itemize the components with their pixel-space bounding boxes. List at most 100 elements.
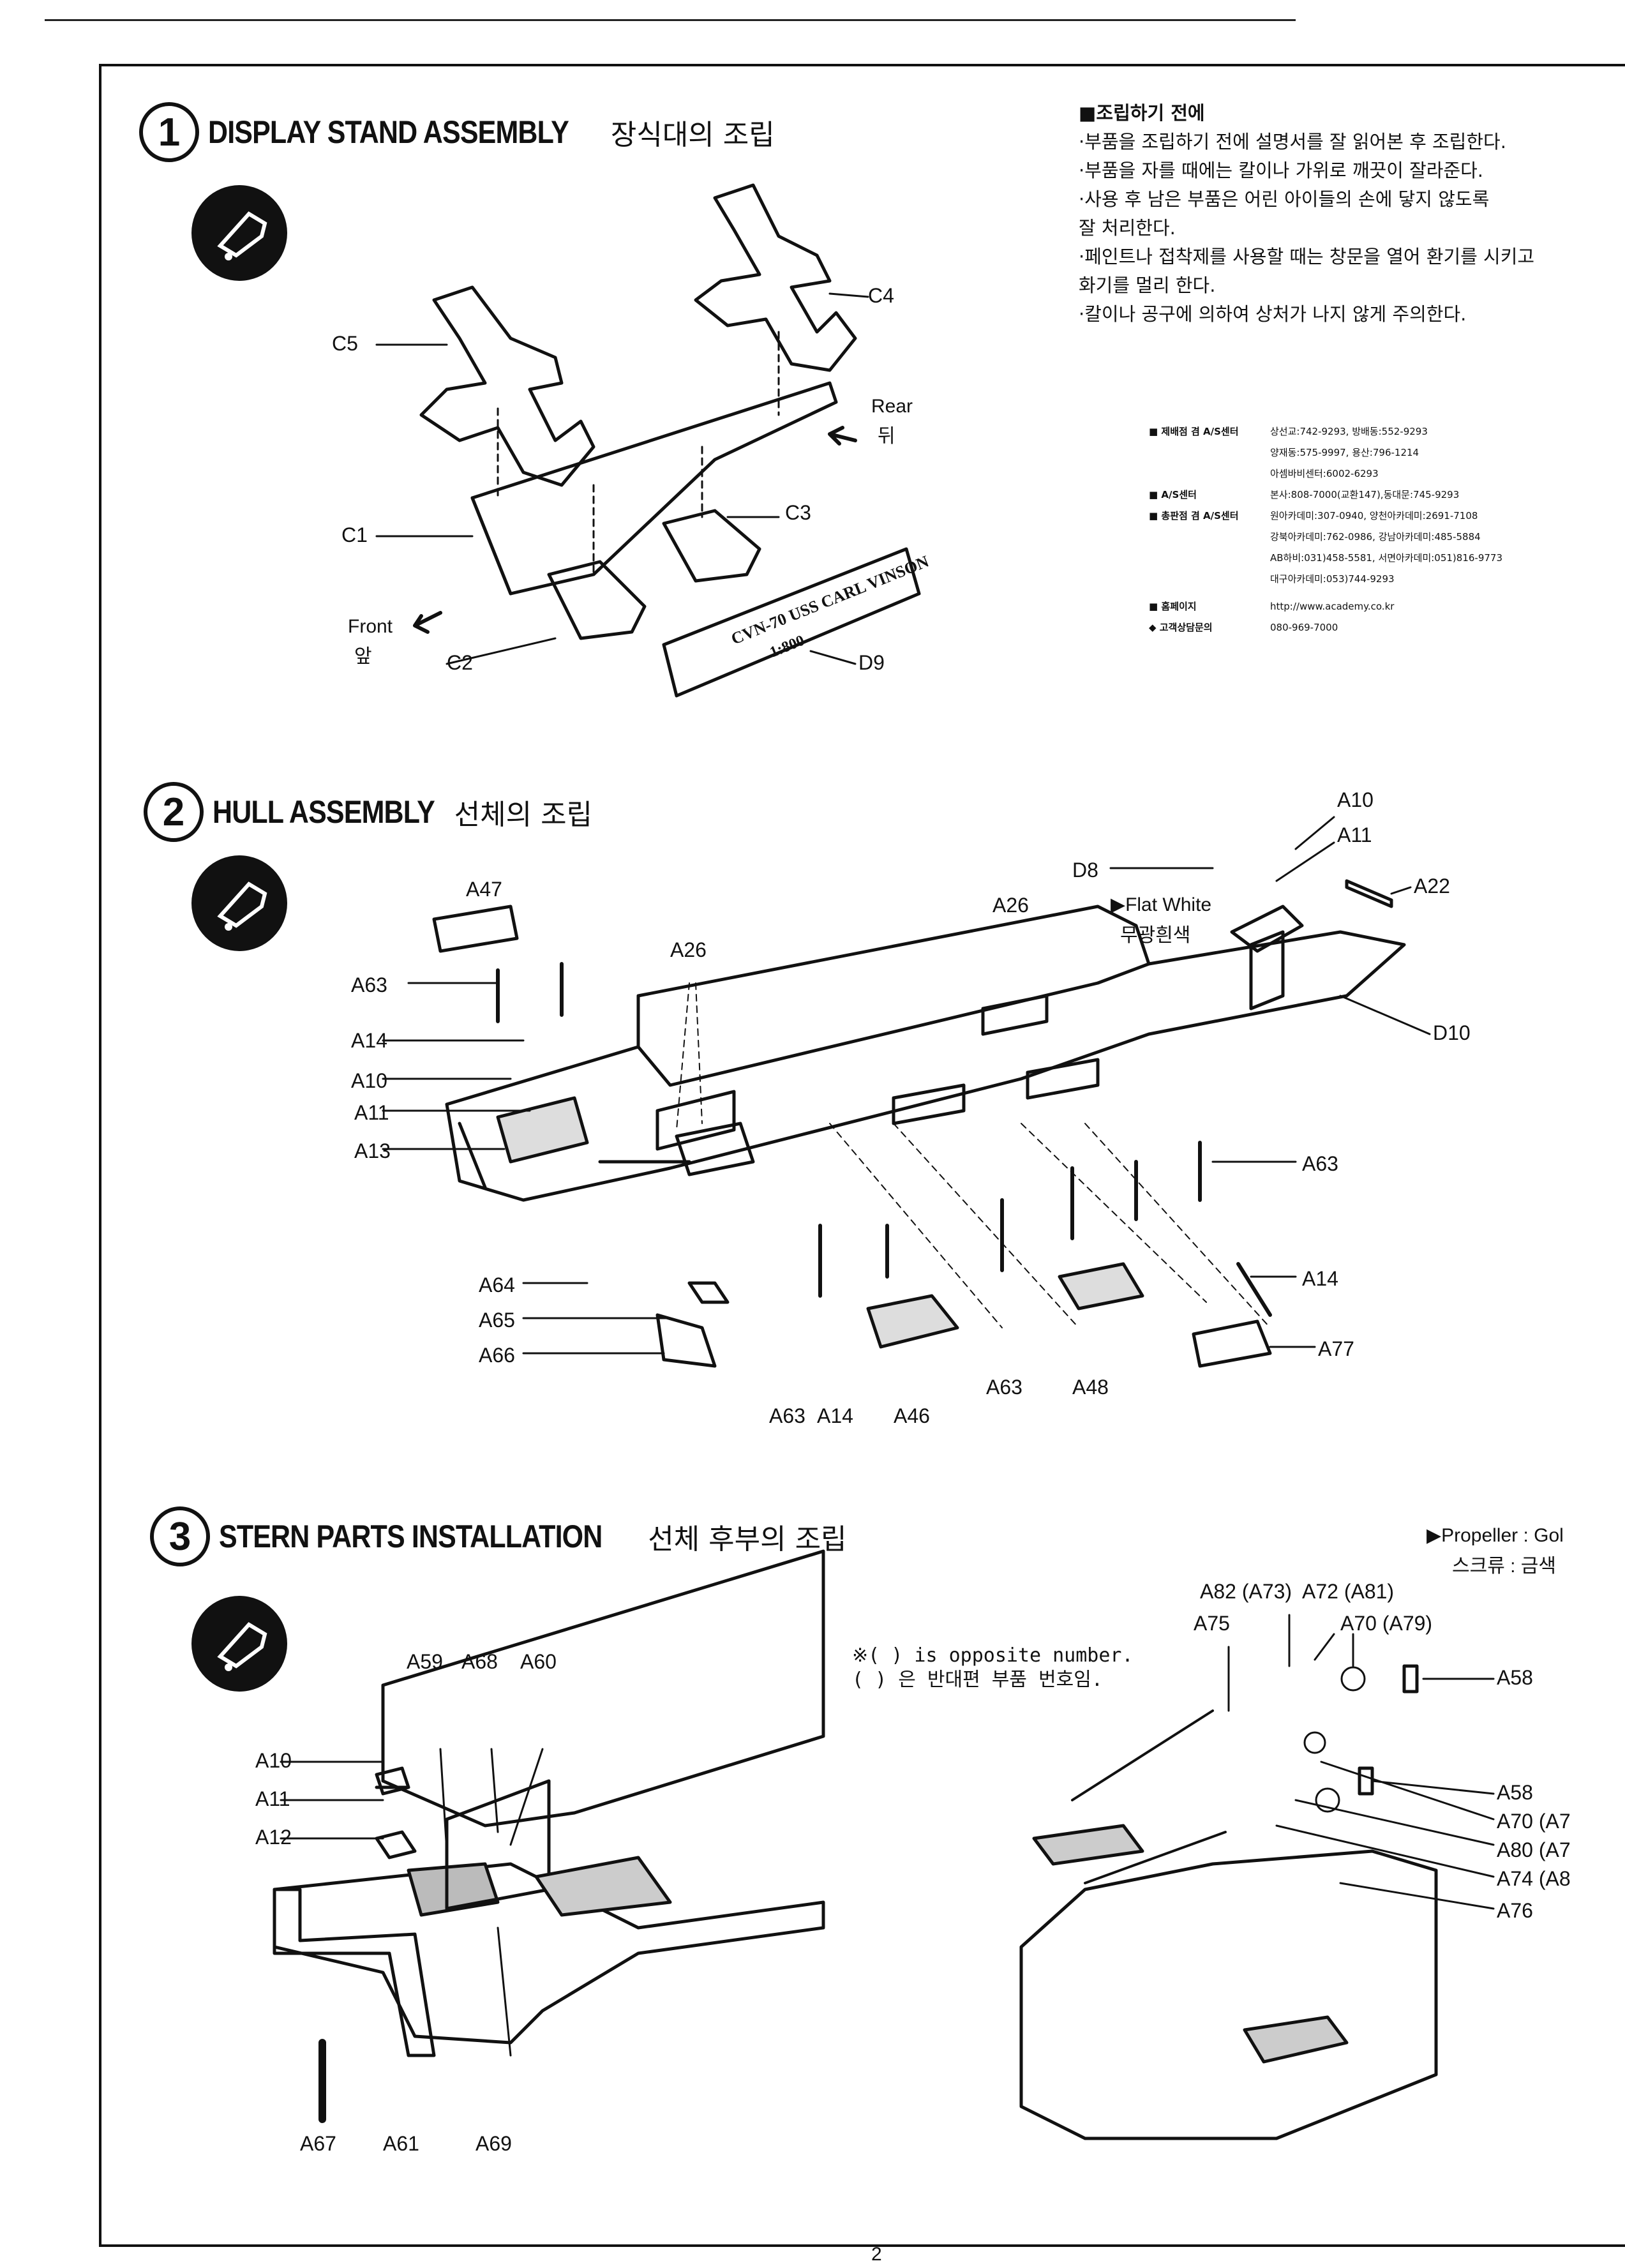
contact-value: AB하비:031)458-5581, 서면아카데미:051)816-9773 <box>1270 552 1502 564</box>
contact-value: 양재동:575-9997, 용산:796-1214 <box>1270 447 1419 458</box>
direction-front-en: Front <box>348 616 393 637</box>
part-label-a60: A60 <box>520 1650 557 1673</box>
contact-key: ■ 총판점 겸 A/S센터 <box>1149 510 1239 522</box>
part-label-a77: A77 <box>1318 1337 1354 1360</box>
paint-propeller: ▶Propeller : Gol <box>1427 1525 1564 1546</box>
part-label-a47: A47 <box>466 878 502 901</box>
contact-value: 원아카데미:307-0940, 양천아카데미:2691-7108 <box>1270 510 1478 522</box>
precaution-line: 잘 처리한다. <box>1079 217 1176 239</box>
top-rule <box>45 19 1296 21</box>
part-label-a63: A63 <box>769 1404 805 1427</box>
precaution-line: ·부품을 자를 때에는 칼이나 가위로 깨끗이 잘라준다. <box>1079 160 1484 181</box>
stand-diagram: CVN-70 USS CARL VINSON 1:800 <box>375 183 931 698</box>
page-number: 2 <box>871 2244 882 2265</box>
part-label-a11: A11 <box>1337 823 1372 846</box>
section-title-ko: 선체 후부의 조립 <box>648 1523 847 1556</box>
direction-rear-en: Rear <box>871 396 913 417</box>
section-title-en: HULL ASSEMBLY <box>213 794 435 830</box>
stern-diagram <box>274 1551 1495 2140</box>
opposite-number-note: ※( ) is opposite number. ( ) 은 반대편 부품 번호… <box>852 1644 1134 1692</box>
part-label-c2: C2 <box>447 651 473 674</box>
precaution-line: 화기를 멀리 한다. <box>1079 274 1216 296</box>
part-label-a26: A26 <box>670 938 707 961</box>
hull-diagram <box>382 816 1431 1368</box>
part-label-a48: A48 <box>1072 1376 1109 1399</box>
note-line-en: ※( ) is opposite number. <box>852 1644 1134 1667</box>
precaution-line: ·사용 후 남은 부품은 어린 아이들의 손에 닿지 않도록 <box>1079 188 1490 210</box>
note-line-ko: ( ) 은 반대편 부품 번호임. <box>852 1669 1103 1691</box>
section-2-heading: 2 HULL ASSEMBLY 선체의 조립 <box>144 782 592 842</box>
precaution-line: ·칼이나 공구에 의하여 상처가 나지 않게 주의한다. <box>1079 303 1467 325</box>
part-label-a11: A11 <box>255 1787 290 1810</box>
section-title-ko: 장식대의 조립 <box>610 119 775 151</box>
precautions-title: ■조립하기 전에 <box>1079 102 1205 124</box>
contact-row: AB하비:031)458-5581, 서면아카데미:051)816-9773 <box>1149 548 1502 569</box>
section-title-en: STERN PARTS INSTALLATION <box>219 1519 603 1554</box>
part-label-a70: A70 (A7 <box>1497 1810 1571 1833</box>
contact-value: 본사:808-7000(교환147),동대문:745-9293 <box>1270 489 1460 500</box>
cut-parts-icon <box>191 185 287 281</box>
direction-rear-ko: 뒤 <box>878 426 895 447</box>
contact-key: ■ 홈페이지 <box>1149 601 1197 612</box>
contact-row: ■ 총판점 겸 A/S센터 원아카데미:307-0940, 양천아카데미:2691… <box>1149 506 1502 527</box>
contact-row: ■ 제배점 겸 A/S센터 상선교:742-9293, 방배동:552-9293 <box>1149 421 1502 442</box>
section-title-en: DISPLAY STAND ASSEMBLY <box>208 114 569 150</box>
part-label-a10: A10 <box>255 1749 292 1772</box>
part-label-a11: A11 <box>354 1101 389 1124</box>
section-number: 3 <box>150 1506 210 1566</box>
part-label-a59: A59 <box>407 1650 443 1673</box>
part-label-a22: A22 <box>1414 875 1450 897</box>
part-label-a64: A64 <box>479 1273 515 1296</box>
contact-row: 아셈바비센터:6002-6293 <box>1149 463 1502 484</box>
part-label-a67: A67 <box>300 2132 336 2155</box>
contact-value: 080-969-7000 <box>1270 622 1338 633</box>
contact-row: 양재동:575-9997, 용산:796-1214 <box>1149 442 1502 463</box>
contact-row: ◆ 고객상담문의 080-969-7000 <box>1149 617 1502 638</box>
direction-front-ko: 앞 <box>354 646 372 667</box>
contact-row: 대구아카데미:053)744-9293 <box>1149 569 1502 590</box>
part-label-a10: A10 <box>1337 788 1374 811</box>
part-label-a12: A12 <box>255 1826 292 1849</box>
paint-flat-white: ▶Flat White <box>1111 894 1212 915</box>
part-label-a61: A61 <box>383 2132 419 2155</box>
part-label-a68: A68 <box>461 1650 498 1673</box>
contact-key: ■ A/S센터 <box>1149 489 1197 500</box>
part-label-d10: D10 <box>1433 1021 1471 1044</box>
part-label-a13: A13 <box>354 1139 391 1162</box>
part-label-a65: A65 <box>479 1309 515 1332</box>
page-frame <box>99 64 1625 2247</box>
part-label-a58: A58 <box>1497 1666 1533 1689</box>
part-label-a74: A74 (A8 <box>1497 1867 1571 1890</box>
contact-value: http://www.academy.co.kr <box>1270 601 1395 612</box>
part-label-a72-a81: A72 (A81) <box>1302 1580 1395 1603</box>
contact-key: ◆ 고객상담문의 <box>1149 622 1213 633</box>
part-label-a66: A66 <box>479 1344 515 1367</box>
contact-key: ■ 제배점 겸 A/S센터 <box>1149 426 1239 437</box>
contact-row: 강북아카데미:762-0986, 강남아카데미:485-5884 <box>1149 527 1502 548</box>
section-1-heading: 1 DISPLAY STAND ASSEMBLY 장식대의 조립 <box>139 102 775 162</box>
section-number: 1 <box>139 102 199 162</box>
paint-flat-white-ko: 무광흰색 <box>1120 925 1191 946</box>
part-label-a58: A58 <box>1497 1781 1533 1804</box>
part-label-a80: A80 (A7 <box>1497 1838 1571 1861</box>
part-label-a14: A14 <box>817 1404 853 1427</box>
part-label-a75: A75 <box>1194 1612 1230 1635</box>
part-label-a63: A63 <box>351 973 387 996</box>
contact-value: 아셈바비센터:6002-6293 <box>1270 468 1379 479</box>
part-label-c4: C4 <box>868 284 894 307</box>
part-label-a14: A14 <box>351 1029 387 1052</box>
contact-value: 상선교:742-9293, 방배동:552-9293 <box>1270 426 1428 437</box>
paint-propeller-ko: 스크류 : 금색 <box>1452 1556 1557 1577</box>
part-label-c5: C5 <box>332 332 358 355</box>
part-label-a14: A14 <box>1302 1267 1338 1290</box>
section-3-heading: 3 STERN PARTS INSTALLATION 선체 후부의 조립 <box>150 1506 847 1566</box>
part-label-c1: C1 <box>341 523 368 546</box>
part-label-a63: A63 <box>986 1376 1022 1399</box>
precautions-notes: ■조립하기 전에 ·부품을 조립하기 전에 설명서를 잘 읽어본 후 조립한다.… <box>1079 99 1534 329</box>
contact-row: ■ 홈페이지 http://www.academy.co.kr <box>1149 596 1502 617</box>
contact-row: ■ A/S센터 본사:808-7000(교환147),동대문:745-9293 <box>1149 484 1502 506</box>
part-label-c3: C3 <box>785 501 811 524</box>
part-label-a82-a73: A82 (A73) <box>1200 1580 1292 1603</box>
